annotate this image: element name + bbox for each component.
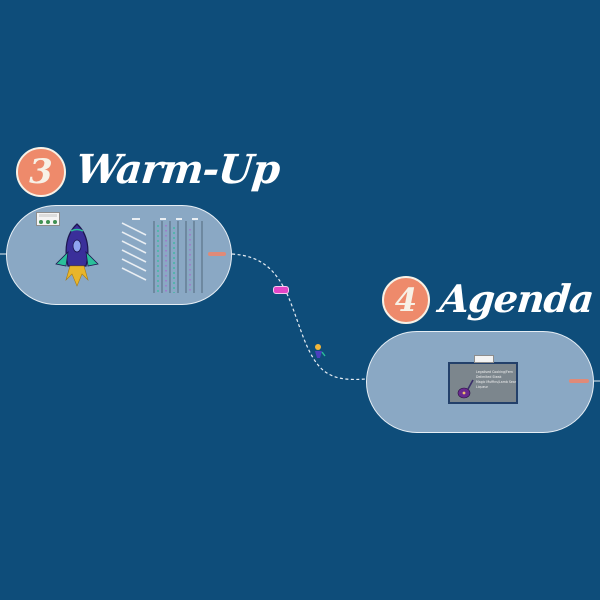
agenda-board-header: [474, 355, 494, 363]
agenda-line-1: Legalised Cooking/Fern: [476, 370, 513, 374]
section-3-title: Warm-Up: [73, 146, 282, 193]
section-4-title: Agenda: [437, 276, 596, 321]
tag-icon[interactable]: [273, 286, 289, 294]
runner-icon[interactable]: [312, 343, 326, 359]
guitar-icon: [457, 379, 474, 399]
checklist-icon[interactable]: [36, 212, 60, 226]
table-element[interactable]: [120, 215, 208, 297]
section-4-number-badge: 4: [382, 276, 430, 324]
warm-up-frame-handle[interactable]: [208, 252, 226, 256]
section-3-number-badge: 3: [16, 147, 66, 197]
rocket-icon: [55, 223, 99, 287]
agenda-line-2: Delimited Steak: [476, 375, 502, 379]
section-4-number: 4: [394, 281, 418, 319]
connector-line: [231, 253, 367, 381]
agenda-line-3: Magic Muffins/Lamb Sear: [476, 380, 517, 384]
agenda-frame-handle[interactable]: [569, 379, 589, 383]
section-3-number: 3: [29, 152, 53, 192]
agenda-line-4: Liqueur: [476, 385, 488, 389]
agenda-board[interactable]: Legalised Cooking/Fern Delimited Steak M…: [448, 355, 518, 404]
